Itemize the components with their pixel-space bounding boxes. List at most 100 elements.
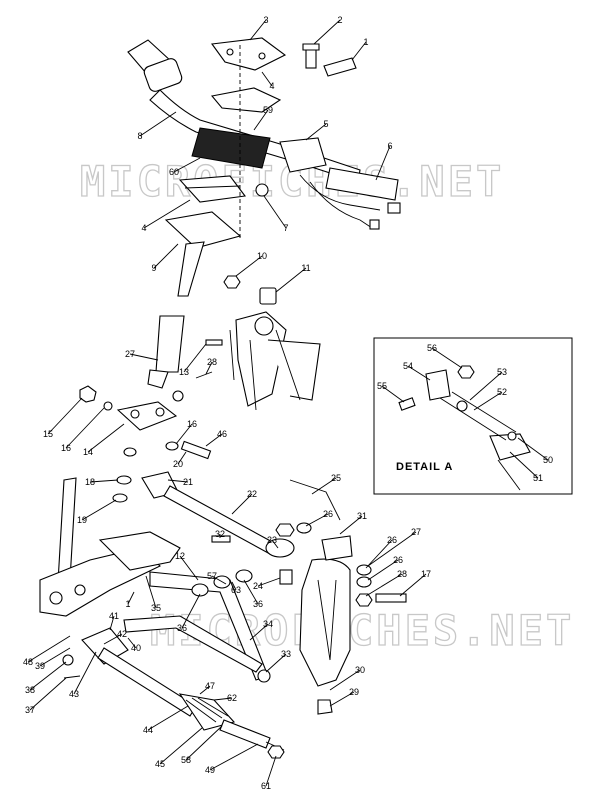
leader-line-c19 — [81, 499, 117, 521]
callout-c14: 14 — [83, 447, 93, 457]
callout-c56: 56 — [427, 343, 437, 353]
callout-c13: 13 — [179, 367, 189, 377]
leader-line-c16b — [175, 423, 193, 445]
detail-a-frame — [373, 337, 573, 495]
callout-c7: 7 — [283, 223, 288, 233]
leader-line-c28b — [365, 573, 403, 597]
leader-line-c13 — [183, 343, 207, 373]
callout-c33: 33 — [281, 649, 291, 659]
callout-c52: 52 — [497, 387, 507, 397]
leader-line-c1b — [127, 591, 135, 605]
leader-line-c36b — [181, 593, 201, 629]
steering-arm — [116, 401, 178, 431]
leader-line-c46 — [205, 433, 223, 447]
callout-c58: 58 — [181, 755, 191, 765]
leader-line-c61 — [265, 755, 277, 787]
leader-line-c17 — [399, 573, 427, 597]
callout-c15: 15 — [43, 429, 53, 439]
leader-line-c45 — [159, 727, 203, 765]
callout-c42: 42 — [117, 629, 127, 639]
leader-line-c6 — [375, 145, 391, 181]
callout-c63: 63 — [231, 585, 241, 595]
leader-line-c10 — [235, 255, 263, 277]
leader-line-c47 — [199, 685, 211, 695]
callout-c61: 61 — [261, 781, 271, 791]
leader-line-c54 — [407, 365, 431, 381]
leader-line-c15 — [47, 397, 83, 435]
leader-line-c3 — [249, 19, 267, 41]
callout-c34: 34 — [263, 619, 273, 629]
callout-c49: 49 — [205, 765, 215, 775]
throttle-housing — [279, 137, 327, 173]
leader-line-c9 — [153, 243, 179, 269]
leader-line-c23 — [271, 539, 279, 549]
handlebar-assembly — [127, 37, 401, 297]
spindle-assembly — [289, 479, 407, 715]
leader-line-c62 — [213, 697, 233, 701]
leader-line-c1 — [351, 41, 367, 61]
spindle — [299, 558, 351, 687]
leader-line-c60 — [173, 157, 201, 173]
callout-c46: 46 — [217, 429, 227, 439]
callout-c4b: 4 — [141, 223, 146, 233]
callout-c12: 12 — [175, 551, 185, 561]
leader-line-c44 — [147, 705, 189, 731]
tie-rod-assembly — [141, 471, 312, 558]
steering-post-assembly — [79, 275, 321, 503]
detail-a-inset: DETAIL A — [373, 337, 573, 495]
callout-c28b: 28 — [397, 569, 407, 579]
leader-line-c59 — [253, 109, 269, 131]
leader-line-c26c — [367, 559, 399, 581]
leader-line-c11 — [275, 267, 307, 293]
callout-c18: 18 — [85, 477, 95, 487]
leader-line-c31 — [339, 515, 363, 535]
leader-line-c37 — [29, 677, 67, 711]
leader-line-c39 — [39, 647, 71, 667]
callout-c40: 40 — [131, 643, 141, 653]
callout-c19: 19 — [77, 515, 87, 525]
callout-c1: 1 — [363, 37, 368, 47]
tie-rod — [163, 485, 277, 555]
leader-line-c51 — [509, 451, 539, 479]
callout-c20: 20 — [173, 459, 183, 469]
leader-line-c22 — [231, 493, 253, 515]
leader-line-c52 — [473, 391, 503, 411]
leader-line-c27b — [367, 531, 417, 567]
callout-c23: 23 — [267, 535, 277, 545]
callout-c1b: 1 — [125, 599, 130, 609]
callout-c62: 62 — [227, 693, 237, 703]
leader-line-c41 — [109, 615, 115, 631]
callout-c48: 48 — [23, 657, 33, 667]
leader-line-c57 — [211, 575, 227, 585]
leader-line-c26b — [365, 539, 393, 569]
callout-c21: 21 — [183, 477, 193, 487]
frame-and-a-arm — [39, 477, 293, 683]
callout-c54: 54 — [403, 361, 413, 371]
callout-c51: 51 — [533, 473, 543, 483]
leader-line-c7 — [263, 195, 287, 229]
leader-line-c26a — [305, 513, 329, 527]
leader-line-c8 — [139, 111, 177, 137]
frame-bracket — [235, 311, 287, 407]
callout-c11: 11 — [301, 263, 310, 273]
leader-line-c4a — [261, 71, 273, 87]
right-grip — [325, 167, 399, 201]
callout-c26c: 26 — [393, 555, 403, 565]
callout-c59: 59 — [263, 105, 273, 115]
callout-c5: 5 — [323, 119, 328, 129]
leader-line-c48 — [27, 635, 71, 663]
callout-c55: 55 — [377, 381, 387, 391]
callout-c25: 25 — [331, 473, 341, 483]
leader-line-c36a — [243, 579, 259, 605]
callout-c6: 6 — [387, 141, 392, 151]
leader-line-c21 — [167, 479, 189, 483]
callout-c35: 35 — [151, 603, 161, 613]
callout-c26a: 26 — [323, 509, 333, 519]
leader-line-c56 — [431, 347, 463, 369]
leader-line-c40 — [127, 637, 137, 649]
callout-c24: 24 — [253, 581, 263, 591]
callout-c31: 31 — [357, 511, 367, 521]
callout-c22: 22 — [247, 489, 257, 499]
callout-c8: 8 — [137, 131, 142, 141]
